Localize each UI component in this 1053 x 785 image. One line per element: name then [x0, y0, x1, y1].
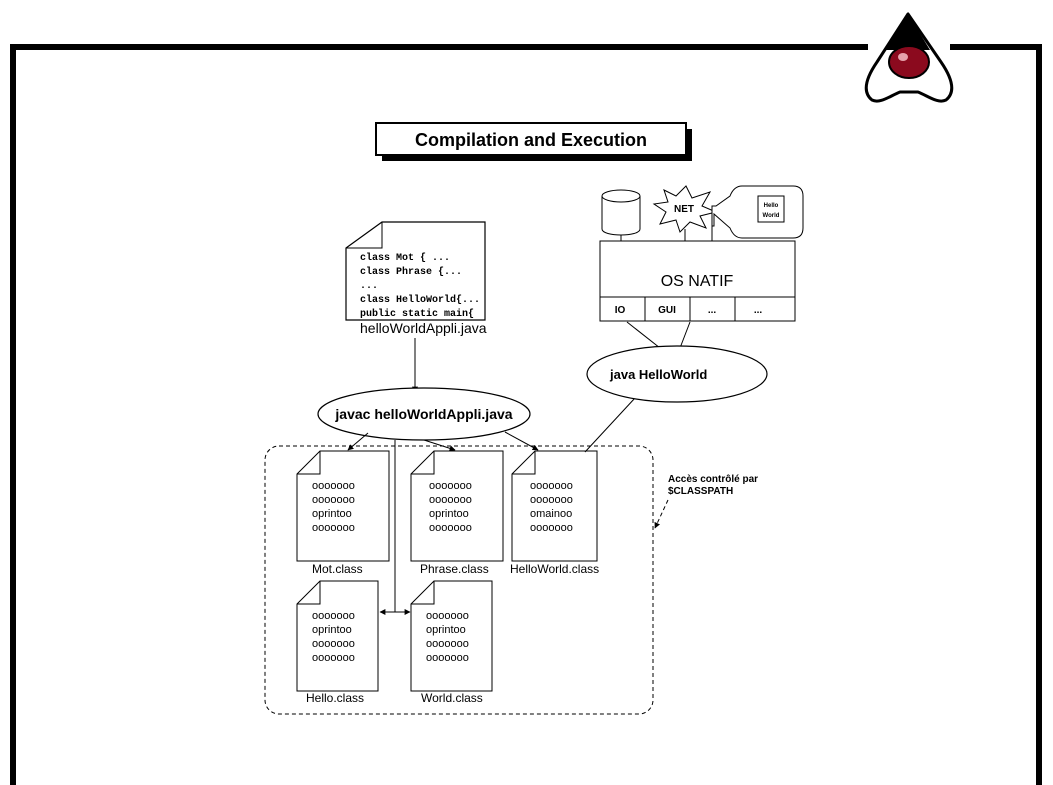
source-filename: helloWorldAppli.java — [360, 320, 487, 336]
class-content-line: ooooooo — [312, 480, 355, 492]
network-icon: NET — [652, 185, 718, 241]
class-filename: Mot.class — [312, 562, 363, 576]
class-content-line: ooooooo — [312, 494, 355, 506]
javac-ellipse: javac helloWorldAppli.java — [317, 387, 531, 441]
source-file-document: class Mot { ... class Phrase {... ... cl… — [345, 221, 487, 336]
os-cell-io: IO — [615, 305, 626, 316]
window-text-world: World — [763, 213, 780, 219]
class-file-hello: ooooooo oprintoo ooooooo ooooooo Hello.c… — [296, 580, 379, 705]
class-content-line: ooooooo — [426, 638, 469, 650]
arrow-javac-to-mot — [347, 432, 369, 451]
class-content-line: oprintoo — [429, 508, 469, 520]
duke-logo — [864, 12, 954, 103]
slide-frame — [10, 44, 1042, 785]
class-file-phrase: ooooooo ooooooo oprintoo ooooooo Phrase.… — [410, 450, 504, 576]
net-label: NET — [674, 204, 694, 215]
class-content-line: ooooooo — [312, 652, 355, 664]
os-box: OS NATIF IO GUI ... ... — [599, 240, 796, 322]
arrow-javac-to-phrase — [423, 439, 456, 452]
run-command: java HelloWorld — [609, 367, 707, 382]
class-content-line: ooooooo — [312, 610, 355, 622]
class-content-line: oprintoo — [426, 624, 466, 636]
class-content-line: oprintoo — [312, 508, 352, 520]
line-run-to-helloworld — [584, 397, 636, 453]
class-content-line: ooooooo — [429, 494, 472, 506]
title-box: Compilation and Execution — [375, 122, 692, 161]
class-content-line: ooooooo — [530, 522, 573, 534]
source-line: class Mot { ... — [360, 252, 450, 264]
source-line: ... — [360, 281, 378, 292]
class-content-line: ooooooo — [530, 480, 573, 492]
page-title: Compilation and Execution — [415, 130, 647, 150]
os-cell-more: ... — [708, 305, 717, 316]
database-icon — [601, 189, 641, 241]
class-content-line: omainoo — [530, 508, 572, 520]
class-filename: Phrase.class — [420, 562, 489, 576]
classpath-note: Accès contrôlé par $CLASSPATH — [668, 474, 758, 497]
compile-command: javac helloWorldAppli.java — [334, 406, 512, 422]
class-content-line: ooooooo — [429, 522, 472, 534]
window-icon: Hello World — [711, 185, 804, 241]
arrow-classpath-note — [654, 499, 669, 529]
source-line: public static main{ — [360, 308, 474, 320]
os-cell-more: ... — [754, 305, 763, 316]
class-content-line: ooooooo — [312, 522, 355, 534]
classpath-note-line2: $CLASSPATH — [668, 486, 733, 497]
os-label: OS NATIF — [661, 273, 734, 290]
os-cell-gui: GUI — [658, 305, 676, 316]
class-filename: Hello.class — [306, 691, 364, 705]
window-text-hello: Hello — [764, 203, 779, 209]
class-file-world: ooooooo oprintoo ooooooo ooooooo World.c… — [410, 580, 493, 705]
class-content-line: oprintoo — [312, 624, 352, 636]
class-content-line: ooooooo — [530, 494, 573, 506]
class-content-line: ooooooo — [312, 638, 355, 650]
class-filename: HelloWorld.class — [510, 562, 599, 576]
java-run-ellipse: java HelloWorld — [586, 321, 768, 403]
class-content-line: ooooooo — [429, 480, 472, 492]
source-line: class HelloWorld{... — [360, 294, 480, 306]
class-file-helloworld: ooooooo ooooooo omainoo ooooooo HelloWor… — [510, 450, 599, 576]
class-file-mot: ooooooo ooooooo oprintoo ooooooo Mot.cla… — [296, 450, 390, 576]
class-content-line: ooooooo — [426, 610, 469, 622]
class-filename: World.class — [421, 691, 483, 705]
class-content-line: ooooooo — [426, 652, 469, 664]
arrow-javac-to-helloworld — [504, 431, 539, 451]
classpath-note-line1: Accès contrôlé par — [668, 474, 758, 485]
source-line: class Phrase {... — [360, 266, 462, 278]
